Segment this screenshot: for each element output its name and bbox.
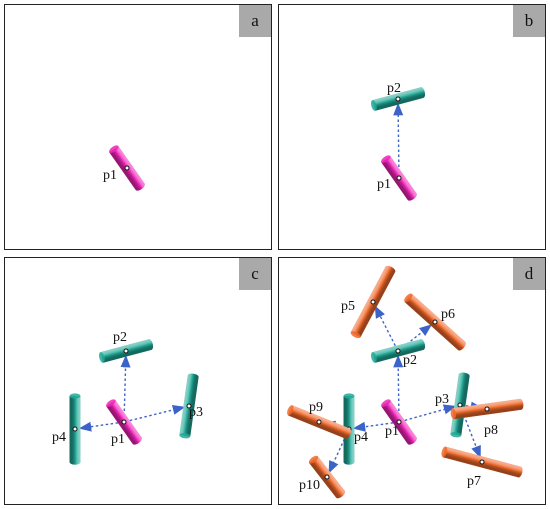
panel-diagram: p1 [103, 145, 145, 191]
panel-tag: a [239, 5, 271, 37]
panel-tag: c [239, 258, 271, 290]
point-label-p5: p5 [341, 299, 355, 314]
point-label-p1: p1 [385, 424, 399, 439]
panel-tag: d [513, 258, 545, 290]
center-point-p10 [324, 474, 330, 480]
point-label-p9: p9 [309, 400, 323, 415]
center-point-p6 [432, 319, 438, 325]
panel-diagram: p1 p2 p3 p4 p5 p6 p7 p8 p9 p10 [287, 265, 524, 499]
panel-b: b p1 p2 [278, 4, 546, 250]
point-label-p2: p2 [113, 330, 127, 345]
panel-diagram: p1 p2 p3 p4 [52, 330, 203, 465]
point-label-p6: p6 [441, 307, 455, 322]
point-label-p4: p4 [354, 430, 368, 445]
center-point-p1 [121, 419, 127, 425]
arrow-p2-to-p5 [374, 305, 396, 346]
point-label-p3: p3 [189, 405, 203, 420]
center-point-p7 [479, 459, 485, 465]
point-label-p8: p8 [484, 423, 498, 438]
center-point-p9 [316, 419, 322, 425]
point-label-p2: p2 [387, 81, 401, 96]
arrow-p1-to-p4 [78, 421, 119, 432]
panel-d: d p1 p2 p3 p4 p5 p6 p7 p8 p9 p10 [278, 257, 546, 505]
center-point-p1 [396, 419, 402, 425]
arrow-p3-to-p7 [461, 410, 481, 459]
center-point-p3 [186, 403, 192, 409]
center-point-p1 [124, 165, 130, 171]
point-label-p3: p3 [435, 392, 449, 407]
arrow-p1-to-p3 [404, 404, 457, 422]
center-point-p3 [457, 402, 463, 408]
panel-c: c p1 p2 p3 p4 [4, 257, 272, 505]
point-label-p1: p1 [111, 432, 125, 447]
point-label-p2: p2 [403, 353, 417, 368]
center-point-p8 [484, 406, 490, 412]
point-label-p1: p1 [103, 168, 117, 183]
arrow-p1-to-p2 [393, 354, 404, 417]
panel-a: a p1 [4, 4, 272, 250]
point-label-p7: p7 [467, 474, 481, 489]
point-label-p4: p4 [52, 430, 66, 445]
arrow-p1-to-p2 [393, 102, 404, 173]
center-point-p2 [395, 348, 401, 354]
center-point-p1 [396, 175, 402, 181]
arrow-p1-to-p4 [352, 421, 394, 432]
point-label-p10: p10 [299, 478, 320, 493]
arrow-p1-to-p3 [129, 405, 186, 422]
center-point-p2 [123, 348, 129, 354]
center-point-p2 [395, 96, 401, 102]
arrow-p1-to-p2 [120, 354, 131, 417]
panel-diagram: p1 p2 [370, 81, 426, 201]
center-point-p4 [72, 426, 78, 432]
panel-tag: b [513, 5, 545, 37]
center-point-p5 [370, 299, 376, 305]
point-label-p1: p1 [377, 177, 391, 192]
